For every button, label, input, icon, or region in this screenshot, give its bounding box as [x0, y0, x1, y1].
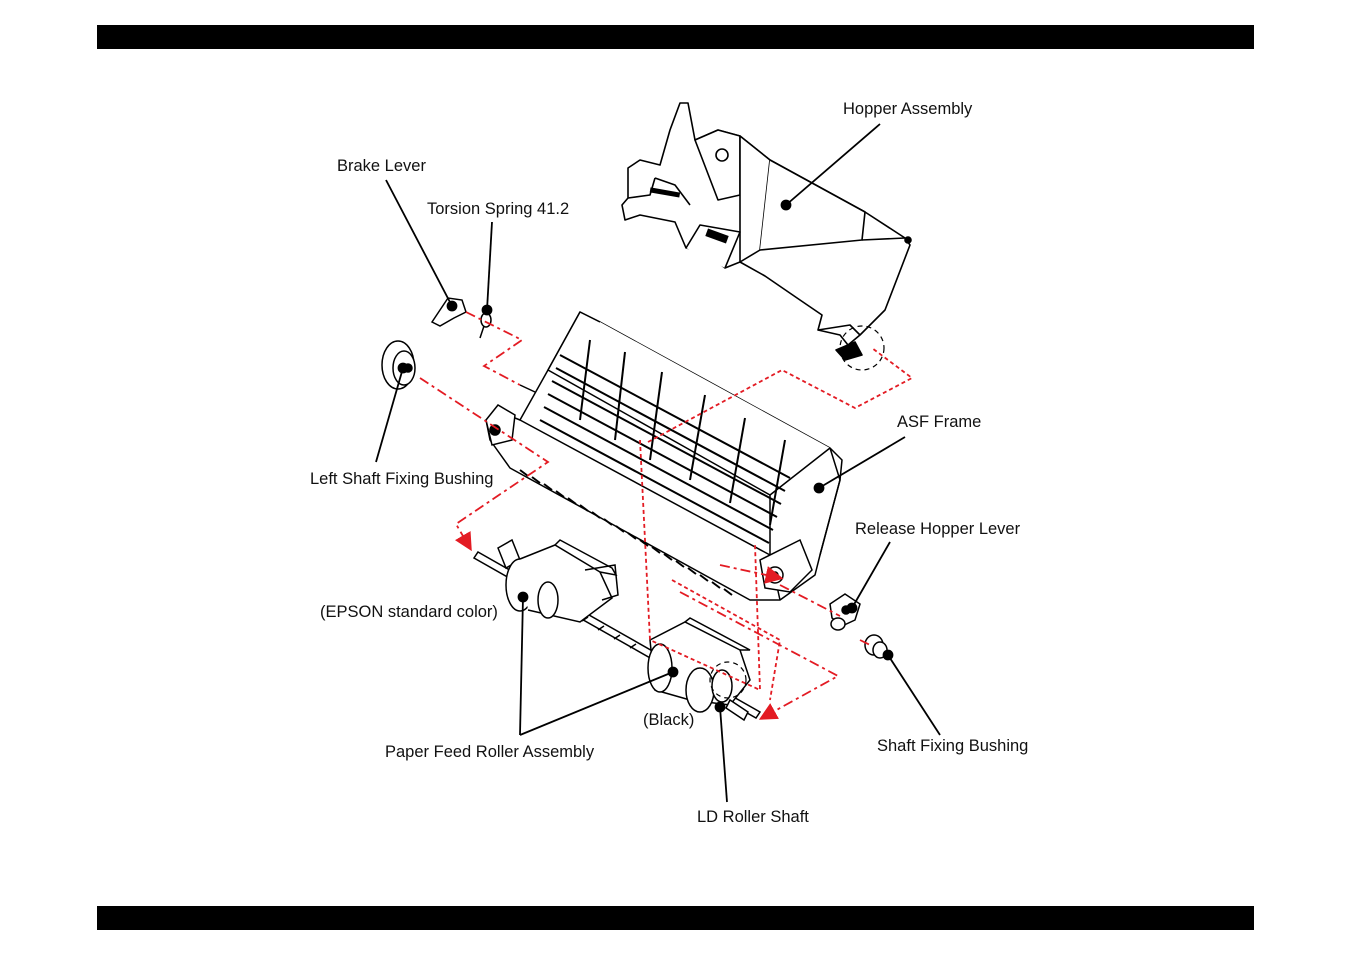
asf-frame-left-end: [485, 384, 536, 446]
label-hopper-assembly: Hopper Assembly: [843, 100, 973, 118]
footer-band: [97, 906, 1254, 930]
asf-frame-teeth: [519, 469, 733, 596]
label-epson-standard-color: (EPSON standard color): [320, 603, 498, 621]
assembly-paths: [419, 311, 914, 720]
label-asf-frame: ASF Frame: [897, 413, 982, 431]
label-torsion-spring: Torsion Spring 41.2: [427, 200, 570, 218]
paper-feed-roller-left: [497, 538, 619, 623]
paper-feed-roller-right: [647, 617, 751, 722]
label-release-hopper-lever: Release Hopper Lever: [855, 520, 1021, 538]
label-shaft-fixing-bushing: Shaft Fixing Bushing: [877, 737, 1029, 755]
asf-frame-ribs: [539, 339, 791, 544]
label-paper-feed-roller-assembly: Paper Feed Roller Assembly: [385, 743, 595, 761]
header-band: [97, 25, 1254, 49]
label-left-shaft-fixing-bushing: Left Shaft Fixing Bushing: [310, 470, 494, 488]
label-ld-roller-shaft: LD Roller Shaft: [697, 808, 809, 826]
roller-detail-circle: [709, 661, 747, 699]
leader-lines: [375, 123, 941, 803]
torsion-spring-part: [479, 312, 492, 339]
label-black: (Black): [643, 711, 695, 729]
hopper-detail-circle: [839, 325, 885, 371]
hopper-assembly-part: [621, 102, 912, 361]
label-brake-lever: Brake Lever: [337, 157, 426, 175]
